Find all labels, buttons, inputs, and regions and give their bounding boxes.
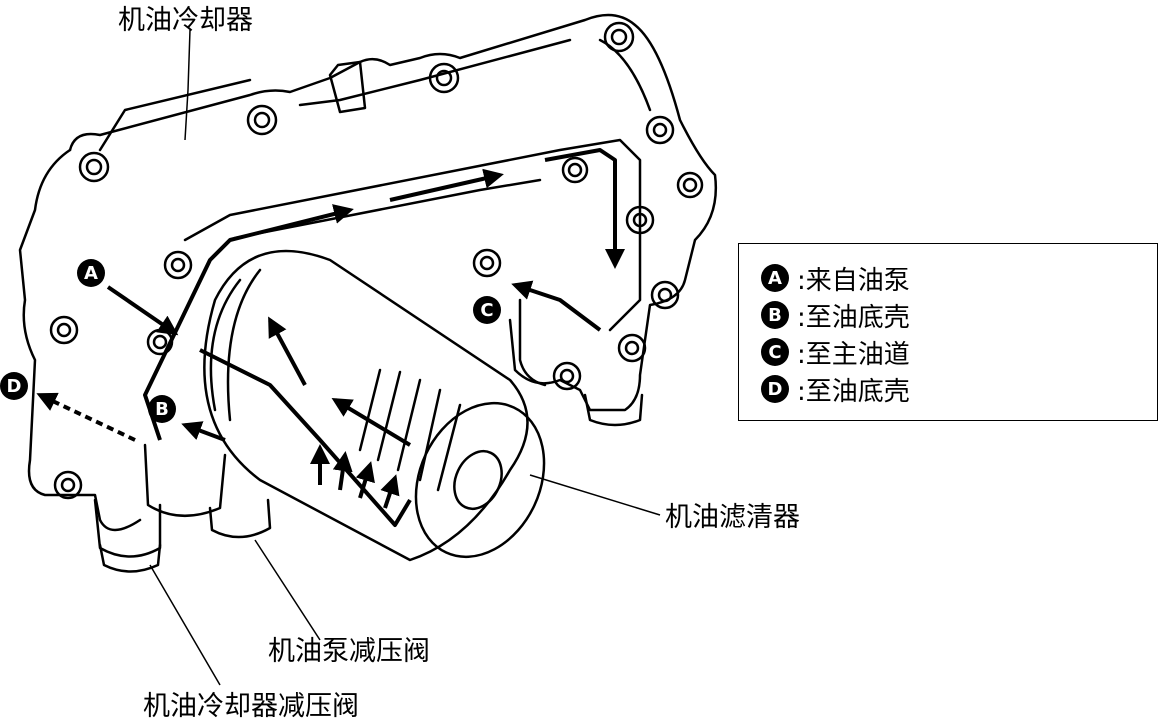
point-c-badge: C [473, 296, 501, 324]
legend-row-a: A :来自油泵 [761, 262, 910, 296]
legend-row-c: C :至主油道 [761, 336, 910, 370]
bolt-boss [78, 151, 110, 183]
cooler-housing [68, 13, 717, 412]
callout-oil-filter: 机油滤清器 [665, 502, 800, 533]
legend-badge-c: C [761, 338, 789, 366]
legend-text-d: :至油底壳 [797, 376, 910, 407]
legend-text-b: :至油底壳 [797, 302, 910, 333]
legend-badge-b: B [761, 301, 789, 329]
legend-badge-d: D [761, 375, 789, 403]
callout-cooler-relief-valve: 机油冷却器减压阀 [143, 691, 359, 722]
filter-hole [453, 450, 503, 510]
filter-canister [203, 249, 529, 562]
leader-oil-filter [529, 474, 661, 516]
point-a-badge: A [77, 259, 105, 287]
legend-text-a: :来自油泵 [797, 265, 910, 296]
legend-box: A :来自油泵 B :至油底壳 C :至主油道 D :至油底壳 [738, 243, 1158, 421]
point-d-badge: D [0, 372, 28, 400]
leader-oil-cooler [184, 29, 191, 141]
legend-row-b: B :至油底壳 [761, 299, 910, 333]
legend-text-c: :至主油道 [797, 339, 910, 370]
legend-row-d: D :至油底壳 [761, 373, 910, 407]
callout-oil-cooler: 机油冷却器 [118, 5, 253, 36]
leader-cooler-relief [149, 564, 221, 686]
pump-relief-body [143, 443, 227, 518]
legend-badge-a: A [761, 264, 789, 292]
leader-pump-relief [254, 539, 321, 641]
point-b-badge: B [148, 395, 176, 423]
callout-pump-relief-valve: 机油泵减压阀 [268, 636, 430, 667]
